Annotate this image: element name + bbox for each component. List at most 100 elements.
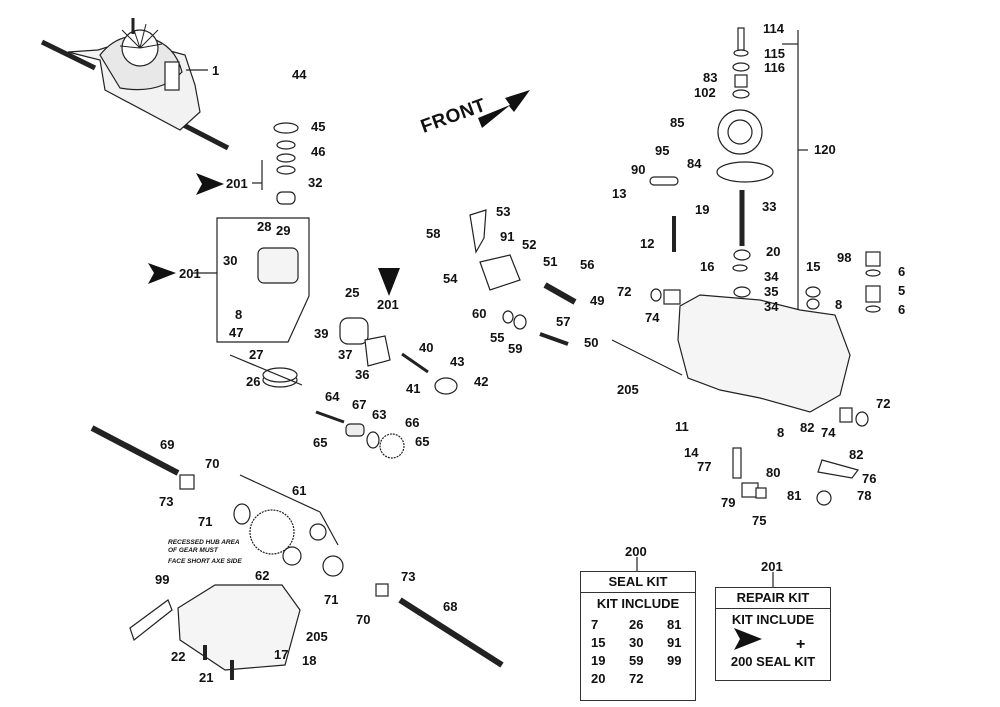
callout-label: 11	[675, 419, 689, 434]
callout-label: 42	[474, 374, 489, 389]
seal-kit-item: 20	[591, 671, 606, 686]
callout-label: 26	[246, 374, 261, 389]
seal-kit-item: 59	[629, 653, 644, 668]
callout-label: 6	[898, 264, 906, 279]
gear-note: RECESSED HUB AREA OF GEAR MUST FACE SHOR…	[168, 539, 242, 566]
callout-label: 34	[764, 269, 779, 284]
callout-label: 66	[405, 415, 420, 430]
callout-label: 77	[697, 459, 712, 474]
callout-label: 29	[276, 223, 291, 238]
callout-label: 115	[764, 46, 785, 61]
callout-label: 35	[764, 284, 779, 299]
callout-label: 72	[617, 284, 632, 299]
callout-label: 43	[450, 354, 465, 369]
callout-label: 73	[159, 494, 174, 509]
callout-label: 91	[500, 229, 515, 244]
callout-label: 15	[806, 259, 821, 274]
callout-label: 64	[325, 389, 340, 404]
seal-kit-number: 200	[625, 544, 647, 559]
plus-sign: +	[796, 636, 806, 653]
callout-label: 205	[306, 629, 328, 644]
callout-label: 45	[311, 119, 326, 134]
seal-kit-item: 99	[667, 653, 682, 668]
callout-label: 49	[590, 293, 605, 308]
callout-label: 63	[372, 407, 387, 422]
callout-label: 70	[205, 456, 220, 471]
callout-label: 41	[406, 381, 421, 396]
repair-kit-footer: 200 SEAL KIT	[730, 654, 816, 669]
callout-label: 102	[694, 85, 716, 100]
seal-kit-box: SEAL KIT KIT INCLUDE 7 26 81 15 30 91 19…	[580, 571, 696, 701]
callout-label: 59	[508, 341, 523, 356]
callout-label: 81	[787, 488, 802, 503]
seal-kit-item: 19	[591, 653, 606, 668]
repair-kit-title: REPAIR KIT	[716, 588, 830, 609]
callout-label: 99	[155, 572, 170, 587]
callout-label: 76	[862, 471, 877, 486]
callout-label: 50	[584, 335, 599, 350]
callout-label: 17	[274, 647, 289, 662]
callout-label: 67	[352, 397, 367, 412]
seal-kit-item: 15	[591, 635, 606, 650]
callout-label: 54	[443, 271, 458, 286]
callout-label: 83	[703, 70, 718, 85]
callout-label: 32	[308, 175, 323, 190]
callout-label: 82	[800, 420, 815, 435]
kit-marker-icon	[148, 263, 176, 284]
callout-label: 8	[835, 297, 843, 312]
callout-label: 120	[814, 142, 836, 157]
callout-label: 65	[415, 434, 430, 449]
callout-label: 80	[766, 465, 781, 480]
seal-kit-items: 7 26 81 15 30 91 19 59 99 20 72	[591, 617, 695, 687]
callout-label: 73	[401, 569, 416, 584]
callout-label: 201	[179, 266, 201, 281]
callout-label: 65	[313, 435, 328, 450]
gear-note-line: RECESSED HUB AREA	[168, 539, 240, 546]
callout-label: 71	[198, 514, 213, 529]
callout-label: 14	[684, 445, 699, 460]
gear-note-line: OF GEAR MUST	[168, 547, 218, 554]
callout-label: 85	[670, 115, 685, 130]
callout-label: 8	[235, 307, 243, 322]
callout-label: 116	[764, 60, 785, 75]
callout-label: 60	[472, 306, 487, 321]
callout-label: 20	[766, 244, 781, 259]
callout-label: 74	[821, 425, 836, 440]
callout-label: 72	[876, 396, 891, 411]
seal-kit-title: SEAL KIT	[581, 572, 695, 593]
callout-label: 8	[777, 425, 785, 440]
seal-kit-subtitle: KIT INCLUDE	[596, 596, 680, 611]
callout-label: 57	[556, 314, 571, 329]
callout-label: 55	[490, 330, 505, 345]
callout-label: 25	[345, 285, 360, 300]
callout-label: 205	[617, 382, 639, 397]
callout-label: 58	[426, 226, 441, 241]
callout-label: 1	[212, 63, 220, 78]
callout-label: 47	[229, 325, 244, 340]
callout-label: 21	[199, 670, 214, 685]
callout-label: 12	[640, 236, 655, 251]
callout-label: 40	[419, 340, 434, 355]
callout-label: 82	[849, 447, 864, 462]
component-parts	[90, 27, 881, 680]
transaxle-assembly	[40, 18, 230, 151]
callout-label: 68	[443, 599, 458, 614]
repair-kit-number: 201	[761, 559, 783, 574]
callout-label: 201	[377, 297, 399, 312]
callout-label: 51	[543, 254, 558, 269]
seal-kit-item: 30	[629, 635, 644, 650]
seal-kit-item: 7	[591, 617, 599, 632]
callout-label: 52	[522, 237, 537, 252]
callout-label: 95	[655, 143, 670, 158]
callout-label: 78	[857, 488, 872, 503]
callout-label: 56	[580, 257, 595, 272]
repair-kit-subtitle: KIT INCLUDE	[731, 612, 815, 627]
kit-marker-icon	[196, 173, 224, 195]
callout-label: 53	[496, 204, 511, 219]
callout-label: 16	[700, 259, 715, 274]
callout-label: 74	[645, 310, 660, 325]
callout-label: 201	[226, 176, 248, 191]
seal-kit-item: 72	[629, 671, 644, 686]
callout-label: 62	[255, 568, 270, 583]
